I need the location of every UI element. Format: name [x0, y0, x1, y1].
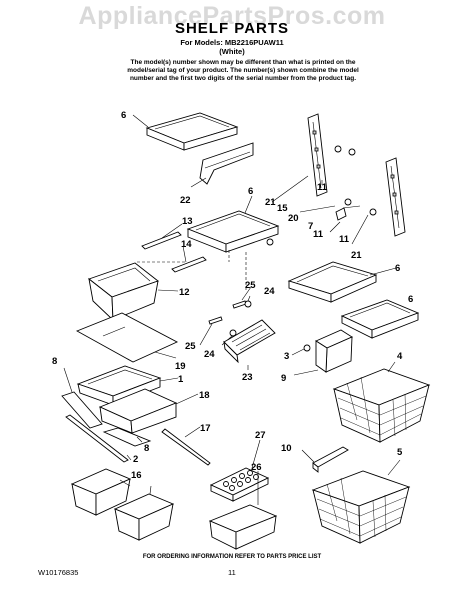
- callout-21-right: 21: [351, 250, 362, 261]
- callout-11-middle: 11: [313, 229, 324, 240]
- callout-14: 14: [181, 239, 192, 250]
- page-title: SHELF PARTS: [174, 20, 290, 37]
- screw-25[interactable]: [208, 300, 247, 325]
- egg-tray-27[interactable]: [209, 467, 270, 502]
- callout-6-right-lower: 6: [408, 294, 413, 305]
- door-bin-16-right[interactable]: [113, 493, 175, 541]
- callout-2: 2: [133, 454, 138, 465]
- callout-25-top: 25: [245, 280, 256, 291]
- callout-8-upper: 8: [52, 356, 57, 367]
- screw-3[interactable]: [303, 344, 311, 352]
- rail-17[interactable]: [161, 428, 211, 466]
- callout-24-top: 24: [264, 286, 275, 297]
- ordering-instruction: FOR ORDERING INFORMATION REFER TO PARTS …: [142, 554, 322, 560]
- callout-12: 12: [179, 287, 190, 298]
- color-line: (White): [219, 47, 245, 56]
- glass-shelf-6-right-upper[interactable]: [287, 261, 378, 303]
- callout-3: 3: [284, 351, 289, 362]
- watermark: AppliancePartsPros.com: [78, 2, 386, 30]
- callout-23: 23: [242, 372, 253, 383]
- callout-27: 27: [255, 430, 266, 441]
- callout-11-right: 11: [339, 234, 350, 245]
- callout-25-bottom: 25: [185, 341, 196, 352]
- callout-26: 26: [251, 462, 262, 473]
- callout-13: 13: [182, 216, 193, 227]
- callout-10: 10: [281, 443, 292, 454]
- callout-11-top: 11: [317, 182, 328, 193]
- shelf-rail-8-upper[interactable]: [61, 391, 103, 429]
- callout-16: 16: [131, 470, 142, 481]
- callout-17: 17: [200, 423, 211, 434]
- models-line: For Models: MB2216PUAW11: [180, 38, 284, 47]
- callout-9: 9: [281, 373, 286, 384]
- callout-15: 15: [277, 203, 288, 214]
- callout-6-top: 6: [121, 110, 126, 121]
- crisper-cover-10[interactable]: [312, 446, 349, 473]
- glass-shelf-6-right-lower[interactable]: [340, 299, 420, 339]
- clip-24[interactable]: [229, 300, 252, 337]
- callout-20: 20: [288, 213, 299, 224]
- callout-22: 22: [180, 195, 191, 206]
- callout-19: 19: [175, 361, 186, 372]
- callout-21-left: 21: [265, 197, 276, 208]
- callout-8-lower: 8: [144, 443, 149, 454]
- door-bin-16-left[interactable]: [70, 468, 132, 516]
- shelf-rail-11-left[interactable]: [307, 113, 328, 197]
- wire-basket-5[interactable]: [311, 470, 411, 544]
- callout-24-bottom: 24: [204, 349, 215, 360]
- bin-9[interactable]: [315, 329, 353, 373]
- crisper-rail-13[interactable]: [141, 231, 182, 250]
- meat-pan-18[interactable]: [98, 388, 178, 434]
- document-number: W10176835: [38, 568, 79, 577]
- crisper-pan-12[interactable]: [88, 262, 159, 322]
- shelf-rail-11-right[interactable]: [385, 157, 406, 237]
- callout-18: 18: [199, 390, 210, 401]
- meat-pan-cover-23[interactable]: [223, 319, 276, 364]
- callout-6-middle: 6: [248, 186, 253, 197]
- page-number: 11: [228, 568, 236, 577]
- crisper-rail-14[interactable]: [171, 256, 207, 273]
- glass-shelf-6-top[interactable]: [145, 112, 239, 151]
- model-note: The model(s) number shown may be differe…: [127, 59, 359, 82]
- rail-2[interactable]: [65, 414, 129, 463]
- shelf-trim-22[interactable]: [199, 142, 254, 185]
- rail-bracket-7[interactable]: [335, 207, 347, 221]
- callout-6-right-upper: 6: [395, 263, 400, 274]
- bin-26[interactable]: [208, 504, 278, 550]
- wire-basket-4[interactable]: [332, 368, 431, 443]
- shelf-rail-8-lower[interactable]: [102, 427, 152, 447]
- glass-shelf-6-middle[interactable]: [186, 210, 280, 253]
- callout-1: 1: [178, 374, 184, 385]
- callout-5: 5: [397, 447, 403, 458]
- glass-shelf-19[interactable]: [75, 312, 179, 363]
- callout-7: 7: [308, 221, 313, 232]
- callout-4: 4: [397, 351, 403, 362]
- screw-15[interactable]: [334, 145, 377, 216]
